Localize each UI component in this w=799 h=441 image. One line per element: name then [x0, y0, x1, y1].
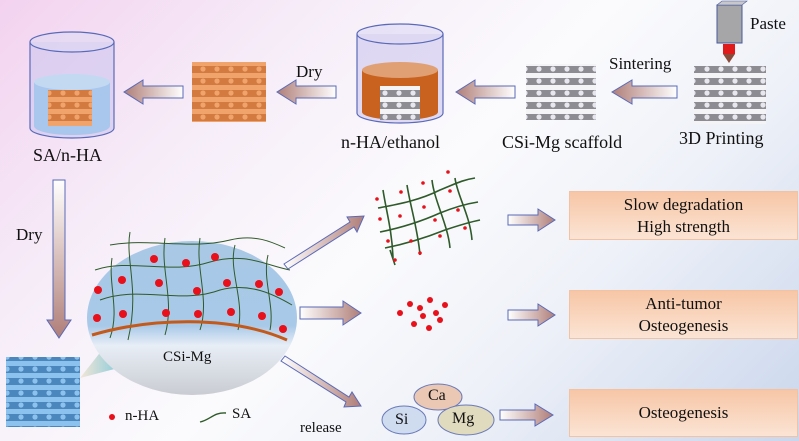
outcome-1-line1: Slow degradation [623, 194, 744, 214]
label-3d-printing: 3D Printing [679, 128, 764, 148]
ions-group [381, 383, 495, 436]
scaffold-white-in-beaker [380, 86, 420, 120]
label-sintering: Sintering [609, 54, 672, 73]
composite-bubble [87, 231, 297, 395]
arrow-dry-vertical [46, 179, 72, 339]
interface-line [91, 320, 288, 342]
ion-si [381, 405, 427, 435]
ion-mg-label: Mg [452, 410, 475, 427]
ion-mg [437, 404, 495, 436]
arrow-to-outcome-3 [499, 403, 554, 427]
outcome-2-line2: Osteogenesis [638, 315, 729, 335]
outcome-1-line2: High strength [636, 216, 731, 236]
arrow-to-nha-beaker [455, 79, 516, 105]
network-degradation [375, 170, 481, 266]
arrow-branch-top [283, 215, 365, 270]
outcome-box-1: Slow degradation High strength [569, 191, 798, 240]
arrow-to-outcome-1 [507, 208, 556, 232]
arrow-branch-middle [299, 300, 362, 326]
ion-ca-label: Ca [428, 387, 446, 404]
legend-sa-label: SA [232, 406, 252, 422]
label-csi-mg-scaffold: CSi-Mg scaffold [502, 132, 623, 152]
arrow-dry-top [123, 79, 184, 105]
scaffold-orange-in-beaker [48, 90, 92, 126]
legend-nha-label: n-HA [125, 408, 160, 424]
label-dry-top: Dry [296, 62, 323, 81]
arrow-dry-top-2 [276, 79, 337, 105]
arrow-sintering [611, 79, 678, 105]
outcome-box-2: Anti-tumor Osteogenesis [569, 290, 798, 339]
ion-si-label: Si [395, 411, 409, 428]
scaffold-printing [694, 66, 766, 124]
label-csi-mg: CSi-Mg [163, 349, 212, 365]
scaffold-blue [6, 357, 80, 427]
legend-sa-line [199, 412, 227, 423]
outcome-box-3: Osteogenesis [569, 389, 798, 437]
nha-particles [93, 253, 287, 333]
scaffold-csi-mg [526, 64, 596, 120]
legend-nha-dot [109, 414, 115, 420]
arrow-branch-bottom [280, 355, 362, 408]
beaker-sa-nha [29, 31, 115, 139]
printer-nozzle [716, 0, 748, 63]
outcome-3-line1: Osteogenesis [638, 403, 729, 422]
ion-ca [413, 383, 463, 411]
label-dry-left: Dry [16, 225, 43, 244]
outcome-2-line1: Anti-tumor [645, 293, 722, 313]
arrow-to-outcome-2 [507, 303, 556, 327]
scaffold-orange [192, 62, 266, 122]
label-release: release [300, 420, 342, 436]
label-paste: Paste [750, 14, 786, 33]
beaker-nha-ethanol [356, 23, 444, 124]
label-sa-nha: SA/n-HA [33, 145, 103, 165]
label-nha-ethanol: n-HA/ethanol [341, 132, 440, 152]
nha-cluster [397, 297, 448, 331]
